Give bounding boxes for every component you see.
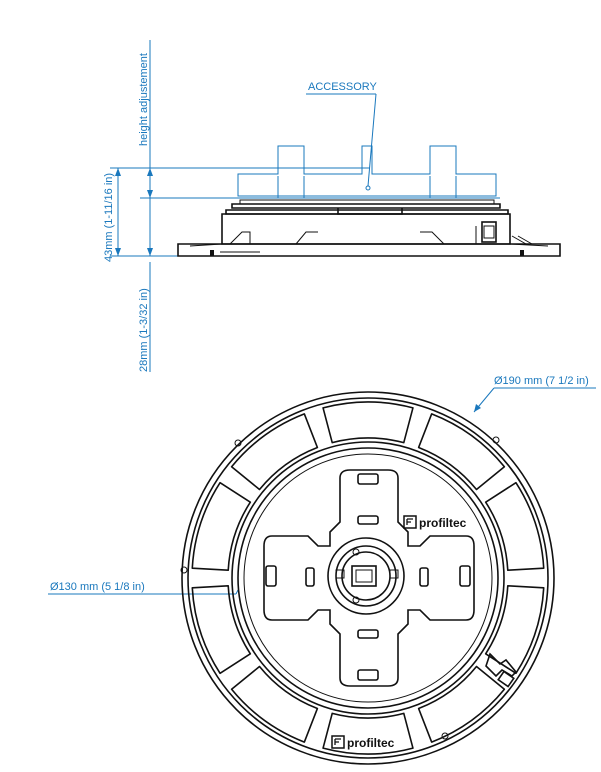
rim-details: [180, 436, 518, 740]
dim-28mm-label: 28mm (1-3/32 in): [138, 288, 150, 372]
rim-segment: [417, 413, 506, 491]
dim-28mm: 28mm (1-3/32 in): [138, 198, 153, 372]
dim-130mm-label: Ø130 mm (5 1/8 in): [50, 581, 145, 593]
rim-segment: [322, 401, 414, 444]
dim-190mm-label: Ø190 mm (7 1/2 in): [494, 375, 589, 387]
side-view: height adjustement 43mm (1-11/16 in) 28m…: [103, 40, 561, 372]
cross-plate: [263, 469, 475, 687]
dim-43mm: 43mm (1-11/16 in): [103, 167, 180, 262]
brand-logo-rim: profiltec: [331, 735, 395, 750]
rim-segment: [230, 413, 319, 491]
height-adjustment-dimension: height adjustement: [138, 40, 500, 200]
dim-190mm-callout: Ø190 mm (7 1/2 in): [473, 375, 596, 413]
accessory-outline: [237, 145, 497, 198]
rim-segment: [417, 665, 506, 743]
accessory-callout: ACCESSORY: [306, 81, 378, 191]
rim-segment: [322, 712, 414, 755]
rim-segment: [230, 665, 319, 743]
brand-name-rim: profiltec: [347, 736, 395, 750]
rim-segment: [191, 481, 252, 571]
dim-130mm-callout: Ø130 mm (5 1/8 in): [48, 581, 239, 595]
top-view: Ø190 mm (7 1/2 in) Ø130 mm (5 1/8 in): [48, 375, 596, 765]
height-adjustment-label: height adjustement: [138, 53, 150, 146]
outer-segments: [191, 401, 545, 755]
rim-segment: [191, 585, 252, 675]
accessory-label: ACCESSORY: [308, 81, 378, 93]
brand-logo-plate: profiltec: [403, 515, 467, 530]
dim-43mm-label: 43mm (1-11/16 in): [103, 173, 115, 262]
pedestal-profile: [177, 199, 561, 257]
rim-segment: [484, 481, 545, 571]
brand-name-plate: profiltec: [419, 516, 467, 530]
central-hub: [327, 537, 405, 615]
